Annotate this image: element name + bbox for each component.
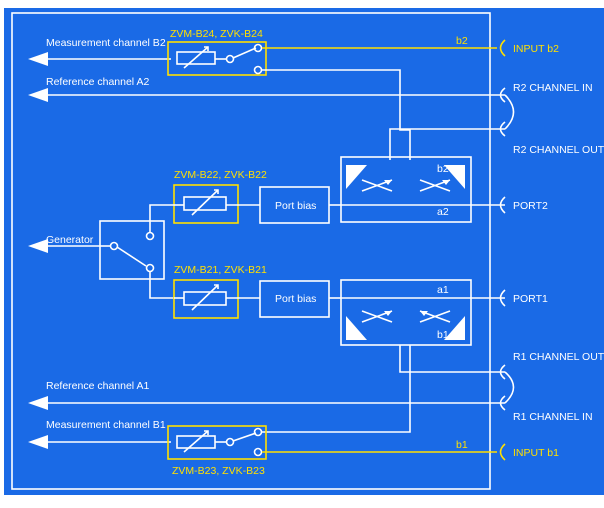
coupler-port1: a1 b1 <box>340 279 472 346</box>
r2-out-label: R2 CHANNEL OUT <box>513 144 604 156</box>
option-b23-label: ZVM-B23, ZVK-B23 <box>172 465 265 477</box>
r1-out-label: R1 CHANNEL OUT <box>513 351 604 363</box>
b2-coupler-label: b2 <box>437 163 449 175</box>
option-b21-block: ZVM-B21, ZVK-B21 <box>173 264 267 319</box>
attenuator-arrow-icon <box>183 46 209 69</box>
r2-in-label: R2 CHANNEL IN <box>513 82 593 94</box>
r2-in-connector-icon[interactable] <box>499 87 506 103</box>
input-b1-connector-icon[interactable] <box>499 443 506 461</box>
reference-channel-a1: Reference channel A1 <box>28 380 505 410</box>
b1-yellow-label: b1 <box>456 439 468 451</box>
generator-switch-box <box>99 220 165 280</box>
reference-channel-a2: Reference channel A2 <box>28 76 505 102</box>
coupler-port1-box <box>340 279 472 346</box>
measurement-channel-b2: Measurement channel B2 <box>28 37 171 66</box>
option-b22-box <box>173 184 239 224</box>
coupler-port2: b2 a2 <box>340 156 472 223</box>
switch-b23-icon <box>232 432 257 442</box>
port-bias-upper-label: Port bias <box>275 200 316 212</box>
option-b21-box <box>173 279 239 319</box>
measurement-b2-label: Measurement channel B2 <box>46 37 166 49</box>
measurement-channel-b1: Measurement channel B1 <box>28 419 171 449</box>
attenuator-arrow-icon <box>183 430 209 453</box>
option-b23-box <box>167 425 267 460</box>
option-b21-label: ZVM-B21, ZVK-B21 <box>174 264 267 276</box>
b2-yellow-label: b2 <box>456 35 468 47</box>
input-b1-port-label: INPUT b1 <box>513 447 559 459</box>
option-b22-label: ZVM-B22, ZVK-B22 <box>174 169 267 181</box>
port2-connector-icon[interactable] <box>499 196 506 214</box>
option-b24-box <box>167 41 267 76</box>
port-bias-lower <box>259 280 330 318</box>
arrow-left-icon <box>28 396 48 410</box>
generator-switch-icon <box>116 246 147 267</box>
a2-coupler-label: a2 <box>437 206 449 218</box>
reference-a1-label: Reference channel A1 <box>46 380 149 392</box>
arrow-left-icon <box>28 52 48 66</box>
attenuator-arrow-icon <box>191 284 219 311</box>
r1-loop <box>504 371 515 404</box>
port2-label: PORT2 <box>513 200 548 212</box>
r1-out-connector-icon[interactable] <box>499 364 506 380</box>
attenuator-b22 <box>183 196 227 211</box>
port1-connector-icon[interactable] <box>499 289 506 307</box>
coupler-port2-box <box>340 156 472 223</box>
input-b2-connector-icon[interactable] <box>499 39 506 57</box>
port1-label: PORT1 <box>513 293 548 305</box>
reference-a2-label: Reference channel A2 <box>46 76 149 88</box>
coupler-triangle-icon <box>346 165 367 189</box>
option-b24-label: ZVM-B24, ZVK-B24 <box>170 28 263 40</box>
input-b2-port-label: INPUT b2 <box>513 43 559 55</box>
attenuator-b24 <box>176 51 216 65</box>
coupler-triangle-icon <box>346 316 367 340</box>
coupler-triangle-icon <box>444 165 465 189</box>
option-b24-block: ZVM-B24, ZVK-B24 <box>167 28 267 76</box>
arrow-left-icon <box>28 435 48 449</box>
generator-arrow-icon <box>28 239 48 253</box>
switch-b24-icon <box>232 47 257 59</box>
r1-in-label: R1 CHANNEL IN <box>513 411 593 423</box>
instrument-frame <box>11 12 491 490</box>
arrow-left-icon <box>28 88 48 102</box>
a1-coupler-label: a1 <box>437 284 449 296</box>
b1-coupler-label: b1 <box>437 329 449 341</box>
option-b22-block: ZVM-B22, ZVK-B22 <box>173 169 267 224</box>
port-bias-lower-label: Port bias <box>275 293 316 305</box>
r2-loop <box>504 94 515 130</box>
attenuator-arrow-icon <box>191 189 219 216</box>
generator: Generator <box>28 234 100 253</box>
measurement-b1-label: Measurement channel B1 <box>46 419 166 431</box>
coupler-triangle-icon <box>444 316 465 340</box>
generator-label: Generator <box>46 234 94 246</box>
option-b23-block: ZVM-B23, ZVK-B23 <box>167 425 267 477</box>
